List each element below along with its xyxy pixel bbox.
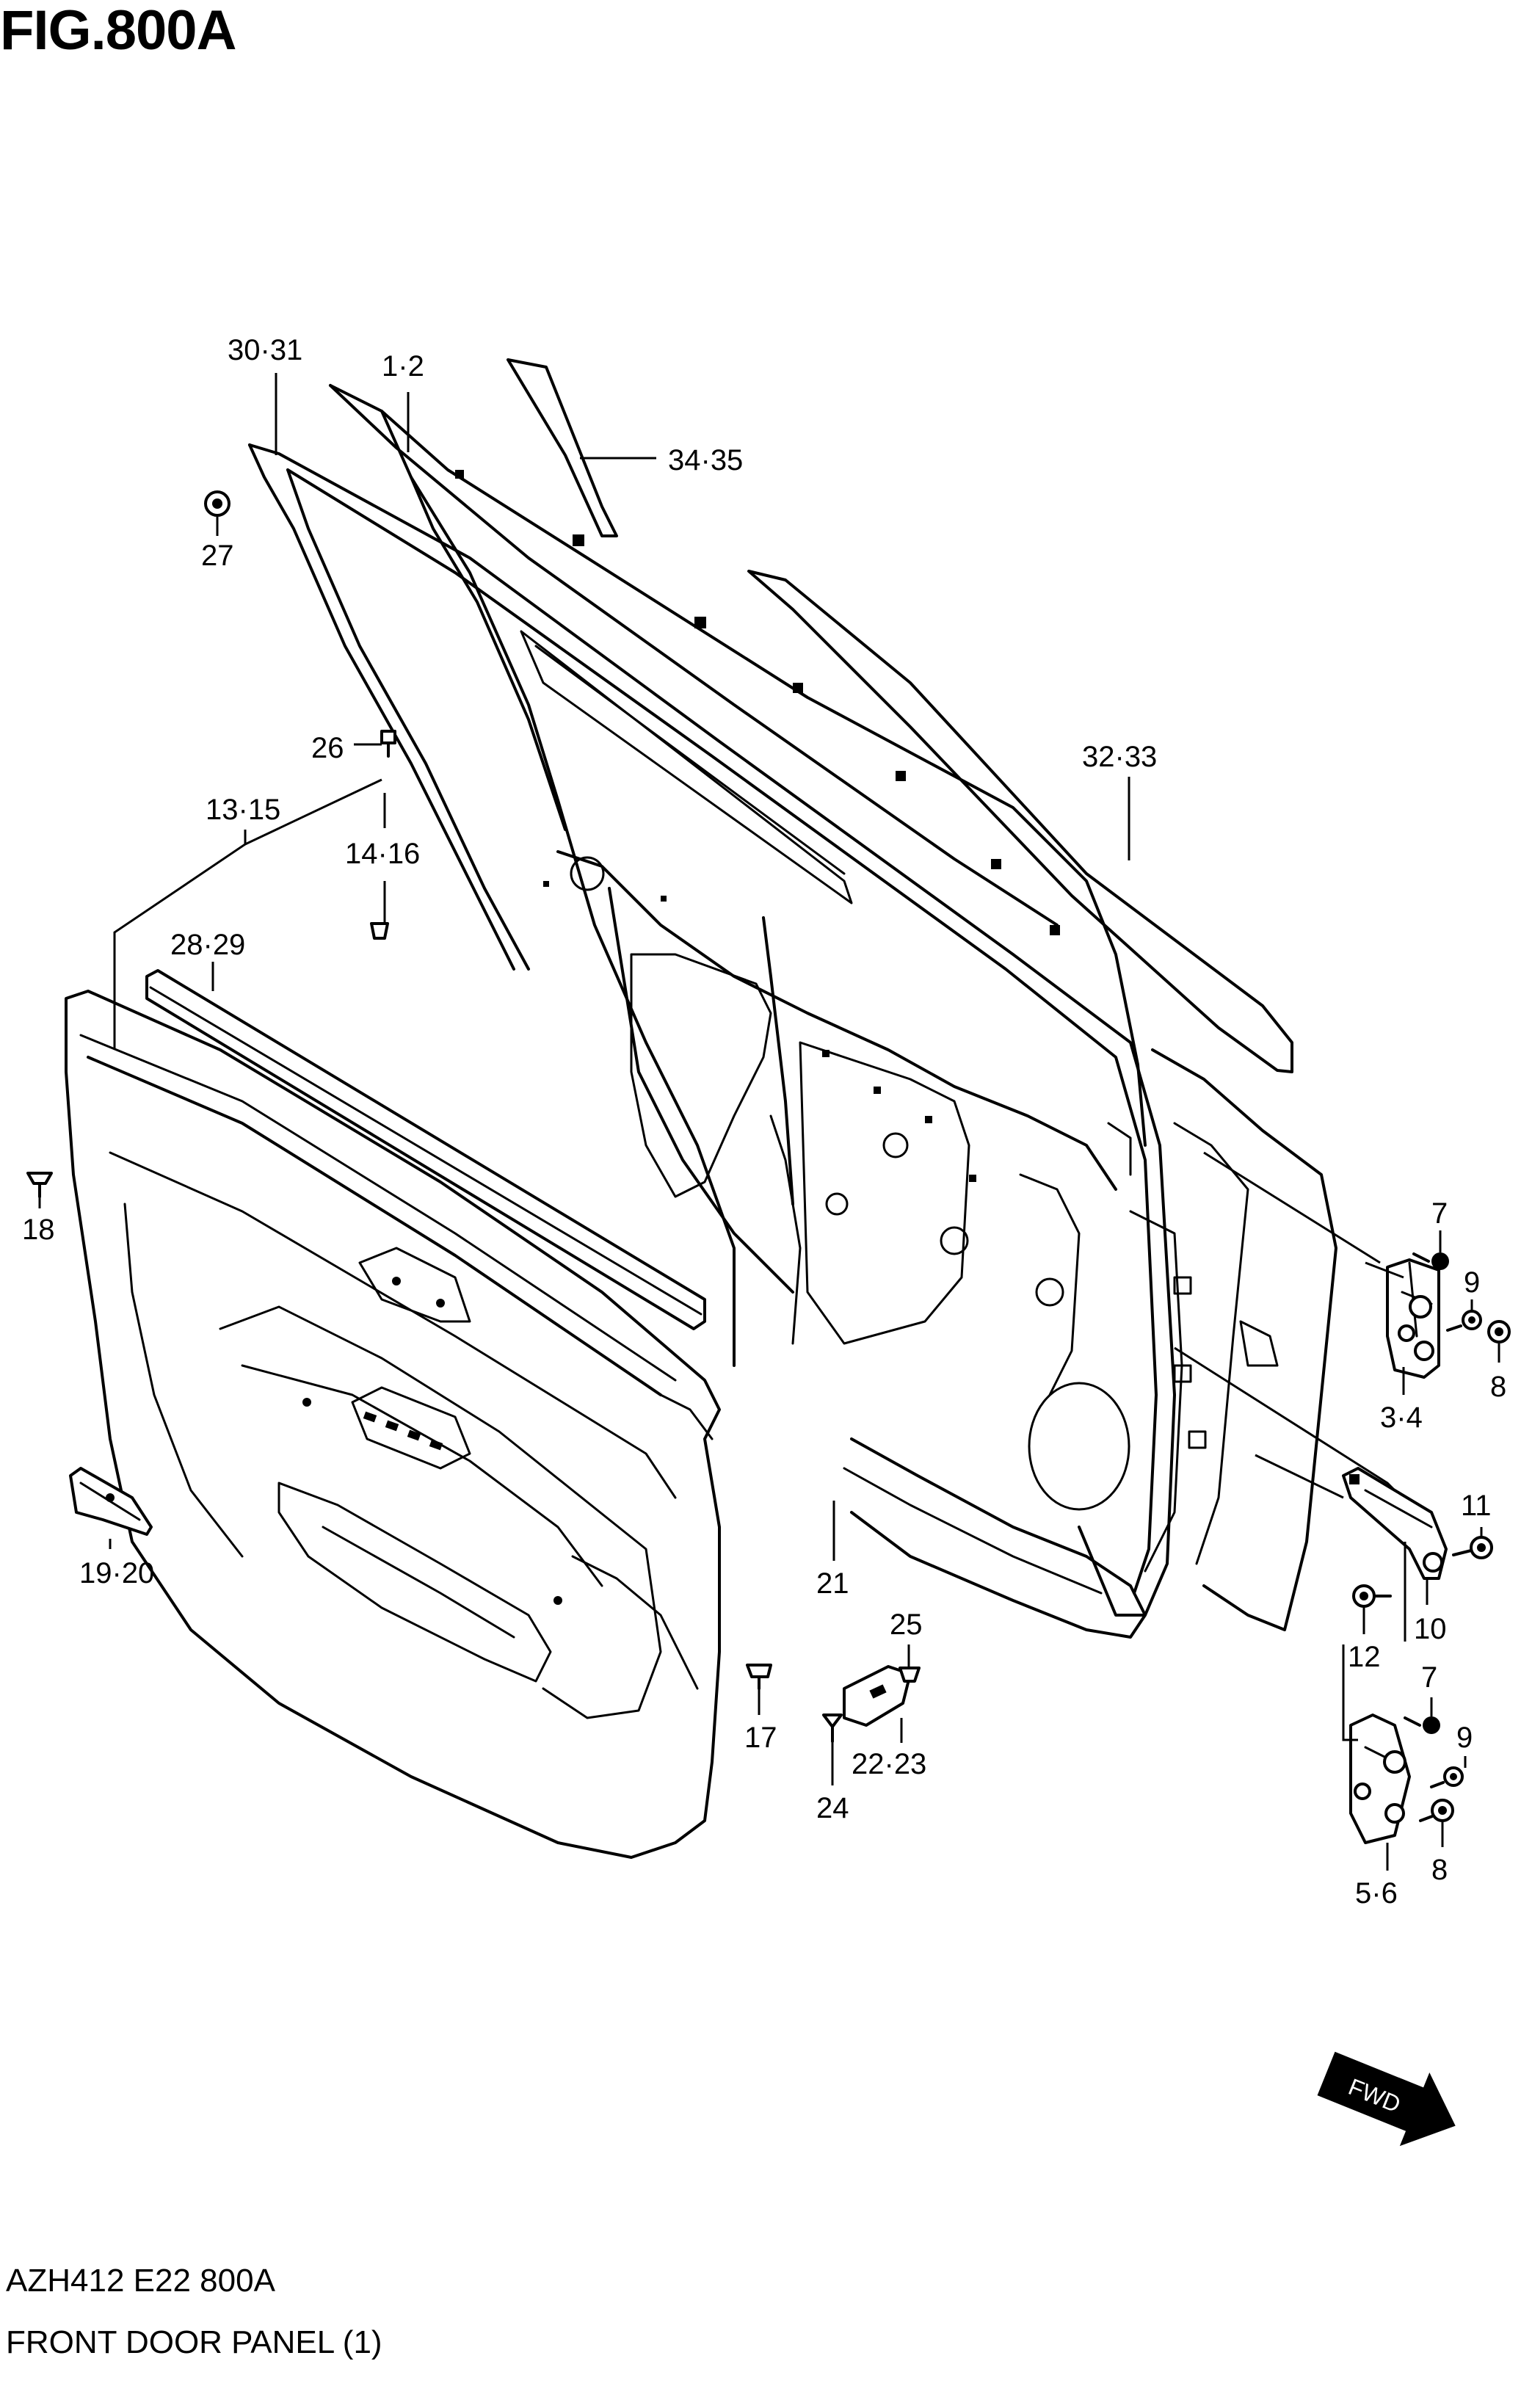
outer-belt-molding bbox=[747, 570, 1293, 1073]
callout-12: 12 bbox=[1348, 1641, 1381, 1673]
callout-7-upper: 7 bbox=[1431, 1197, 1448, 1230]
clip-18 bbox=[26, 1172, 53, 1198]
clip-14-16 bbox=[370, 922, 389, 940]
callout-34-35: 34·35 bbox=[668, 444, 743, 476]
glass-run-channel-strip bbox=[507, 358, 618, 537]
door-opening-weatherstrip bbox=[843, 1437, 1147, 1639]
callout-27: 27 bbox=[201, 540, 234, 572]
callout-26: 26 bbox=[311, 732, 344, 764]
cap-plug-27 bbox=[204, 490, 230, 517]
callout-1-2: 1·2 bbox=[382, 350, 424, 382]
door-outer-shell bbox=[1151, 1048, 1337, 1631]
callout-9-lower: 9 bbox=[1456, 1722, 1473, 1754]
callout-8-upper: 8 bbox=[1490, 1371, 1506, 1403]
callout-22-23: 22·23 bbox=[852, 1748, 926, 1780]
upper-hinge-3-4 bbox=[1386, 1258, 1440, 1379]
callout-5-6: 5·6 bbox=[1355, 1877, 1398, 1910]
lower-hinge-5-6 bbox=[1349, 1713, 1411, 1844]
screw-24 bbox=[822, 1713, 843, 1743]
bracket-22-23 bbox=[843, 1665, 912, 1727]
clip-25 bbox=[899, 1667, 921, 1683]
callout-24: 24 bbox=[816, 1792, 849, 1824]
forward-direction-arrow-icon: FWD bbox=[1317, 2051, 1456, 2147]
door-inner-panel bbox=[329, 384, 1183, 1573]
bolt-7-upper bbox=[1412, 1252, 1449, 1270]
callout-13-15: 13·15 bbox=[206, 794, 280, 826]
callout-30-31: 30·31 bbox=[228, 334, 302, 366]
callout-10: 10 bbox=[1414, 1613, 1447, 1645]
callout-11: 11 bbox=[1461, 1490, 1492, 1522]
callout-8-lower: 8 bbox=[1431, 1854, 1448, 1886]
figure-name: FRONT DOOR PANEL (1) bbox=[6, 2324, 382, 2360]
callout-21: 21 bbox=[816, 1567, 849, 1600]
inner-belt-weatherstrip bbox=[145, 969, 706, 1330]
callout-28-29: 28·29 bbox=[170, 929, 245, 961]
callout-7-lower: 7 bbox=[1421, 1661, 1437, 1694]
bolt-11 bbox=[1452, 1536, 1493, 1559]
bolt-12 bbox=[1352, 1584, 1392, 1608]
door-check-link-10 bbox=[1342, 1467, 1448, 1580]
callout-labels: 30·31 1·2 34·35 27 26 13·15 14·16 32·33 … bbox=[22, 334, 1506, 1910]
inner-cover-19-20 bbox=[69, 1467, 153, 1536]
figure-title: FIG.800A bbox=[0, 0, 236, 62]
door-trim-panel bbox=[65, 990, 721, 1859]
clip-17 bbox=[746, 1664, 772, 1690]
callout-19-20: 19·20 bbox=[79, 1557, 154, 1589]
bolt-9-upper bbox=[1446, 1310, 1482, 1332]
screw-26 bbox=[380, 730, 396, 758]
callout-14-16: 14·16 bbox=[345, 838, 420, 870]
leader-lines bbox=[38, 373, 1500, 1871]
figure-code: AZH412 E22 800A bbox=[6, 2263, 275, 2299]
bolt-7-lower bbox=[1404, 1716, 1440, 1734]
callout-17: 17 bbox=[744, 1722, 777, 1754]
bolt-8-lower bbox=[1419, 1799, 1454, 1822]
callout-3-4: 3·4 bbox=[1380, 1401, 1423, 1434]
callout-9-upper: 9 bbox=[1464, 1266, 1480, 1299]
bolt-9-lower bbox=[1430, 1766, 1464, 1788]
callout-25: 25 bbox=[890, 1609, 923, 1641]
callout-18: 18 bbox=[22, 1214, 55, 1246]
bolt-8-upper bbox=[1487, 1320, 1511, 1343]
door-weatherstrip-frame bbox=[248, 443, 1176, 1617]
callout-32-33: 32·33 bbox=[1082, 741, 1157, 773]
